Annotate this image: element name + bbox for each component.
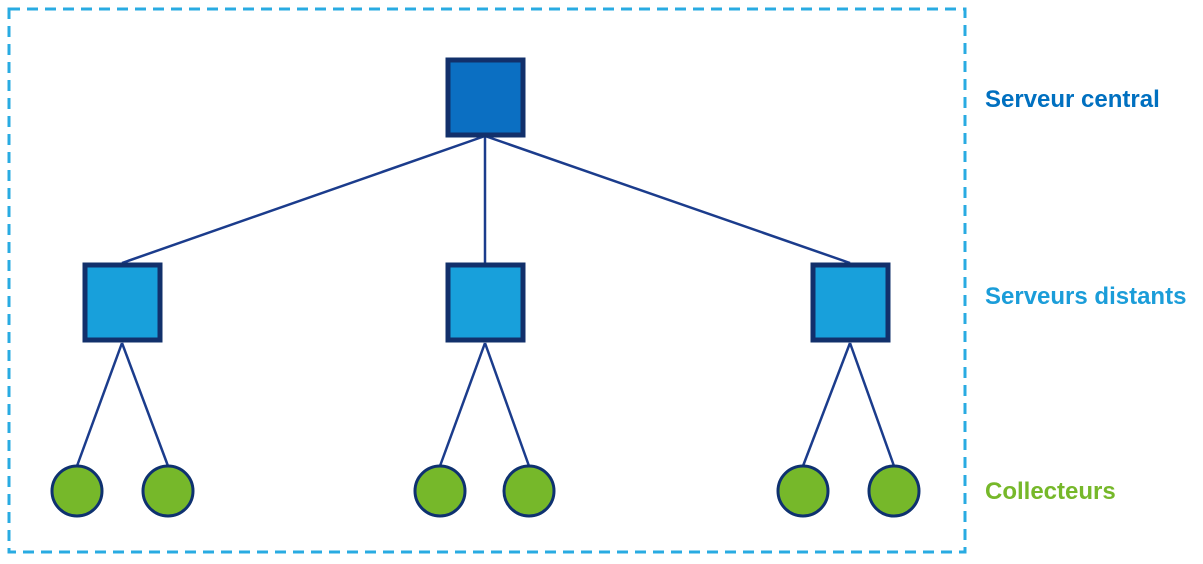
edge-remote-1-to-collector-1	[75, 342, 124, 467]
edge-central-to-remote-1	[121, 134, 486, 265]
collector-node-6	[867, 464, 921, 518]
collector-node-1	[50, 464, 104, 518]
remote-server-node-3	[810, 262, 891, 343]
label-central-server: Serveur central	[985, 86, 1160, 113]
collector-node-5	[776, 464, 830, 518]
edge-central-to-remote-3	[484, 134, 851, 265]
collector-node-3	[413, 464, 467, 518]
edge-remote-2-to-collector-3	[438, 342, 487, 467]
label-collectors: Collecteurs	[985, 478, 1116, 505]
edge-remote-1-to-collector-2	[120, 342, 170, 467]
edge-remote-3-to-collector-6	[848, 342, 896, 467]
collector-node-2	[141, 464, 195, 518]
remote-server-node-2	[445, 262, 526, 343]
central-server-node	[445, 57, 526, 138]
label-remote-servers: Serveurs distants	[985, 283, 1187, 310]
collector-node-4	[502, 464, 556, 518]
edge-remote-2-to-collector-4	[483, 342, 531, 467]
diagram-boundary	[7, 7, 967, 554]
edge-remote-3-to-collector-5	[801, 342, 852, 467]
remote-server-node-1	[82, 262, 163, 343]
